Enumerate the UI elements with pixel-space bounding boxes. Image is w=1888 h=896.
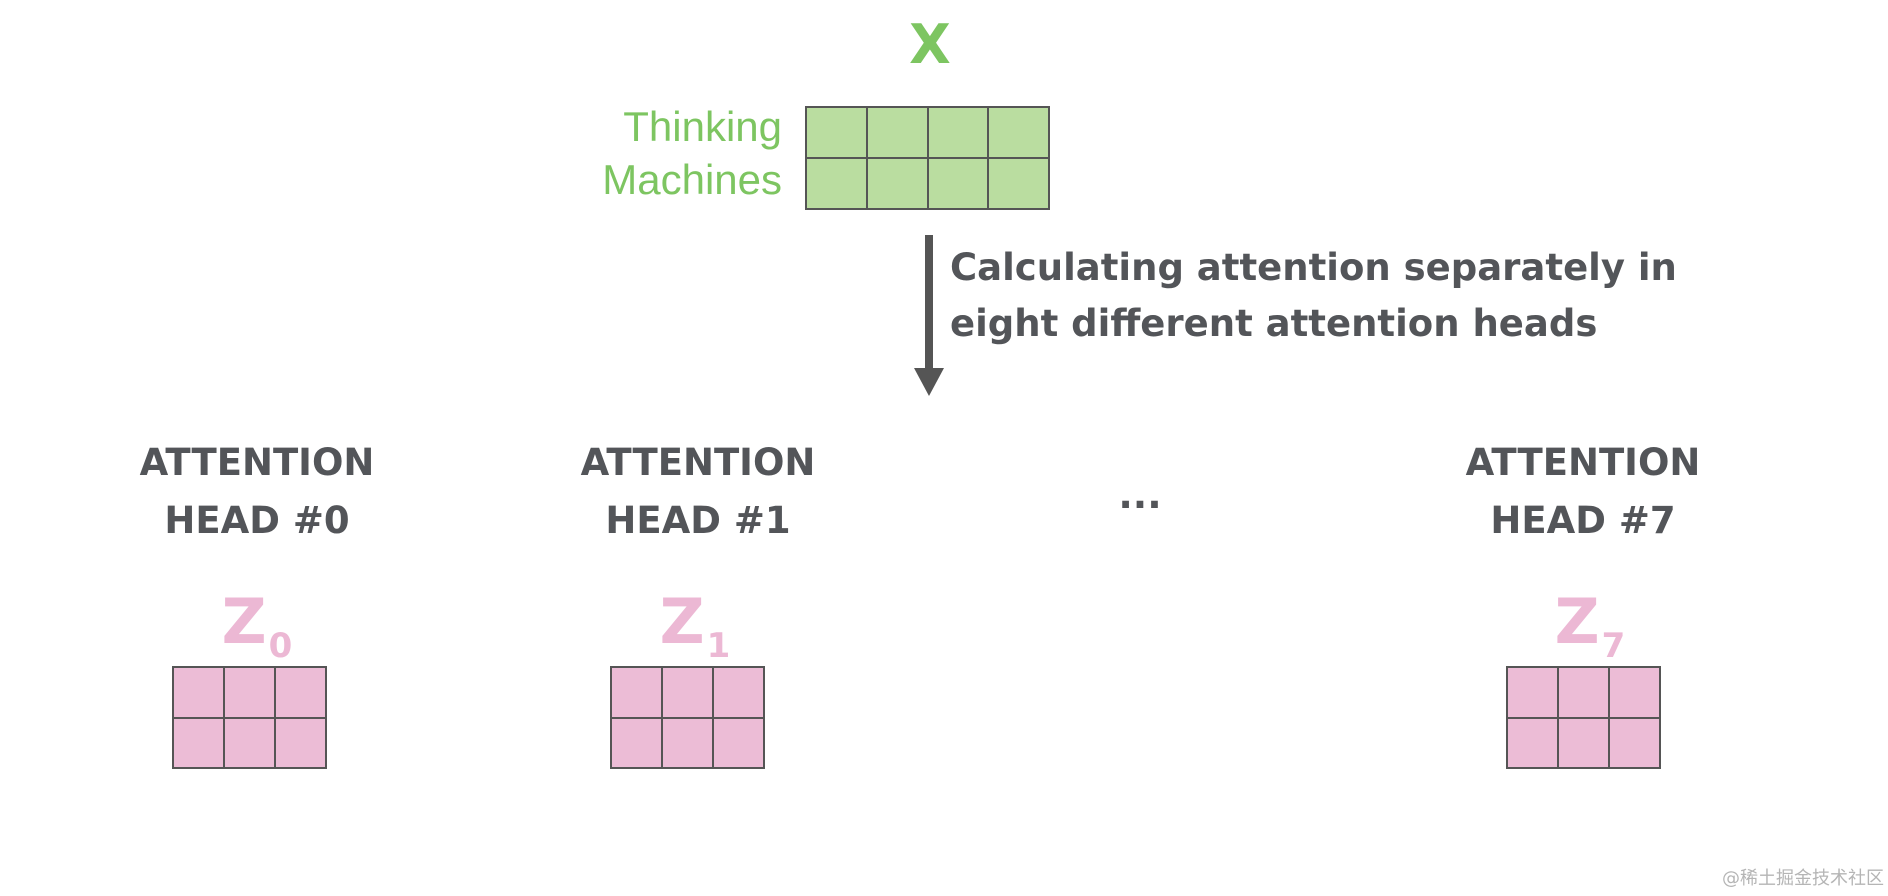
head-0-z-label: Z0 <box>177 582 337 686</box>
matrix-cell <box>225 668 274 717</box>
down-arrow-shaft <box>925 235 933 370</box>
head-title-line: ATTENTION <box>139 441 375 484</box>
matrix-cell <box>989 108 1048 157</box>
matrix-cell <box>989 159 1048 208</box>
matrix-cell <box>612 718 661 767</box>
head-1-z-label: Z1 <box>615 582 775 686</box>
head-title-line: HEAD #0 <box>164 499 350 542</box>
input-embedding-matrix <box>805 106 1050 210</box>
input-word-thinking: Thinking <box>623 103 782 150</box>
matrix-cell <box>663 668 712 717</box>
head-1-output-matrix <box>610 666 765 769</box>
matrix-cell <box>867 108 927 157</box>
matrix-cell <box>807 159 866 208</box>
caption-line-2: eight different attention heads <box>950 302 1598 345</box>
matrix-cell <box>1559 668 1608 717</box>
z-symbol: Z <box>221 585 267 658</box>
down-arrow-icon <box>914 368 944 396</box>
matrix-cell <box>714 718 763 767</box>
matrix-cell <box>928 159 988 208</box>
input-word-machines: Machines <box>602 156 782 203</box>
z-symbol: Z <box>1554 585 1600 658</box>
head-7-output-matrix <box>1506 666 1661 769</box>
matrix-cell <box>276 668 325 717</box>
watermark: @稀土掘金技术社区 <box>1722 868 1884 889</box>
head-title-line: ATTENTION <box>1465 441 1701 484</box>
matrix-cell <box>928 108 988 157</box>
input-x-label: X <box>909 13 951 76</box>
matrix-cell <box>867 159 927 208</box>
head-7-title: ATTENTION HEAD #7 <box>1433 434 1733 550</box>
matrix-cell <box>1508 718 1557 767</box>
head-1-title: ATTENTION HEAD #1 <box>548 434 848 550</box>
matrix-cell <box>807 108 866 157</box>
head-0-output-matrix <box>172 666 327 769</box>
caption-line-1: Calculating attention separately in <box>950 246 1677 289</box>
head-title-line: HEAD #7 <box>1490 499 1676 542</box>
matrix-cell <box>174 718 223 767</box>
head-7-z-label: Z7 <box>1510 582 1670 686</box>
matrix-cell <box>225 718 274 767</box>
matrix-cell <box>276 718 325 767</box>
caption: Calculating attention separately in eigh… <box>950 240 1730 352</box>
matrix-cell <box>714 668 763 717</box>
matrix-cell <box>1559 718 1608 767</box>
head-title-line: ATTENTION <box>580 441 816 484</box>
ellipsis: ... <box>1118 473 1162 517</box>
z-symbol: Z <box>659 585 705 658</box>
matrix-cell <box>1610 718 1659 767</box>
matrix-cell <box>1508 668 1557 717</box>
matrix-cell <box>174 668 223 717</box>
head-0-title: ATTENTION HEAD #0 <box>107 434 407 550</box>
z-subscript: 7 <box>1601 626 1626 666</box>
z-subscript: 0 <box>268 626 293 666</box>
matrix-cell <box>612 668 661 717</box>
z-subscript: 1 <box>706 626 731 666</box>
matrix-cell <box>1610 668 1659 717</box>
matrix-cell <box>663 718 712 767</box>
head-title-line: HEAD #1 <box>605 499 791 542</box>
